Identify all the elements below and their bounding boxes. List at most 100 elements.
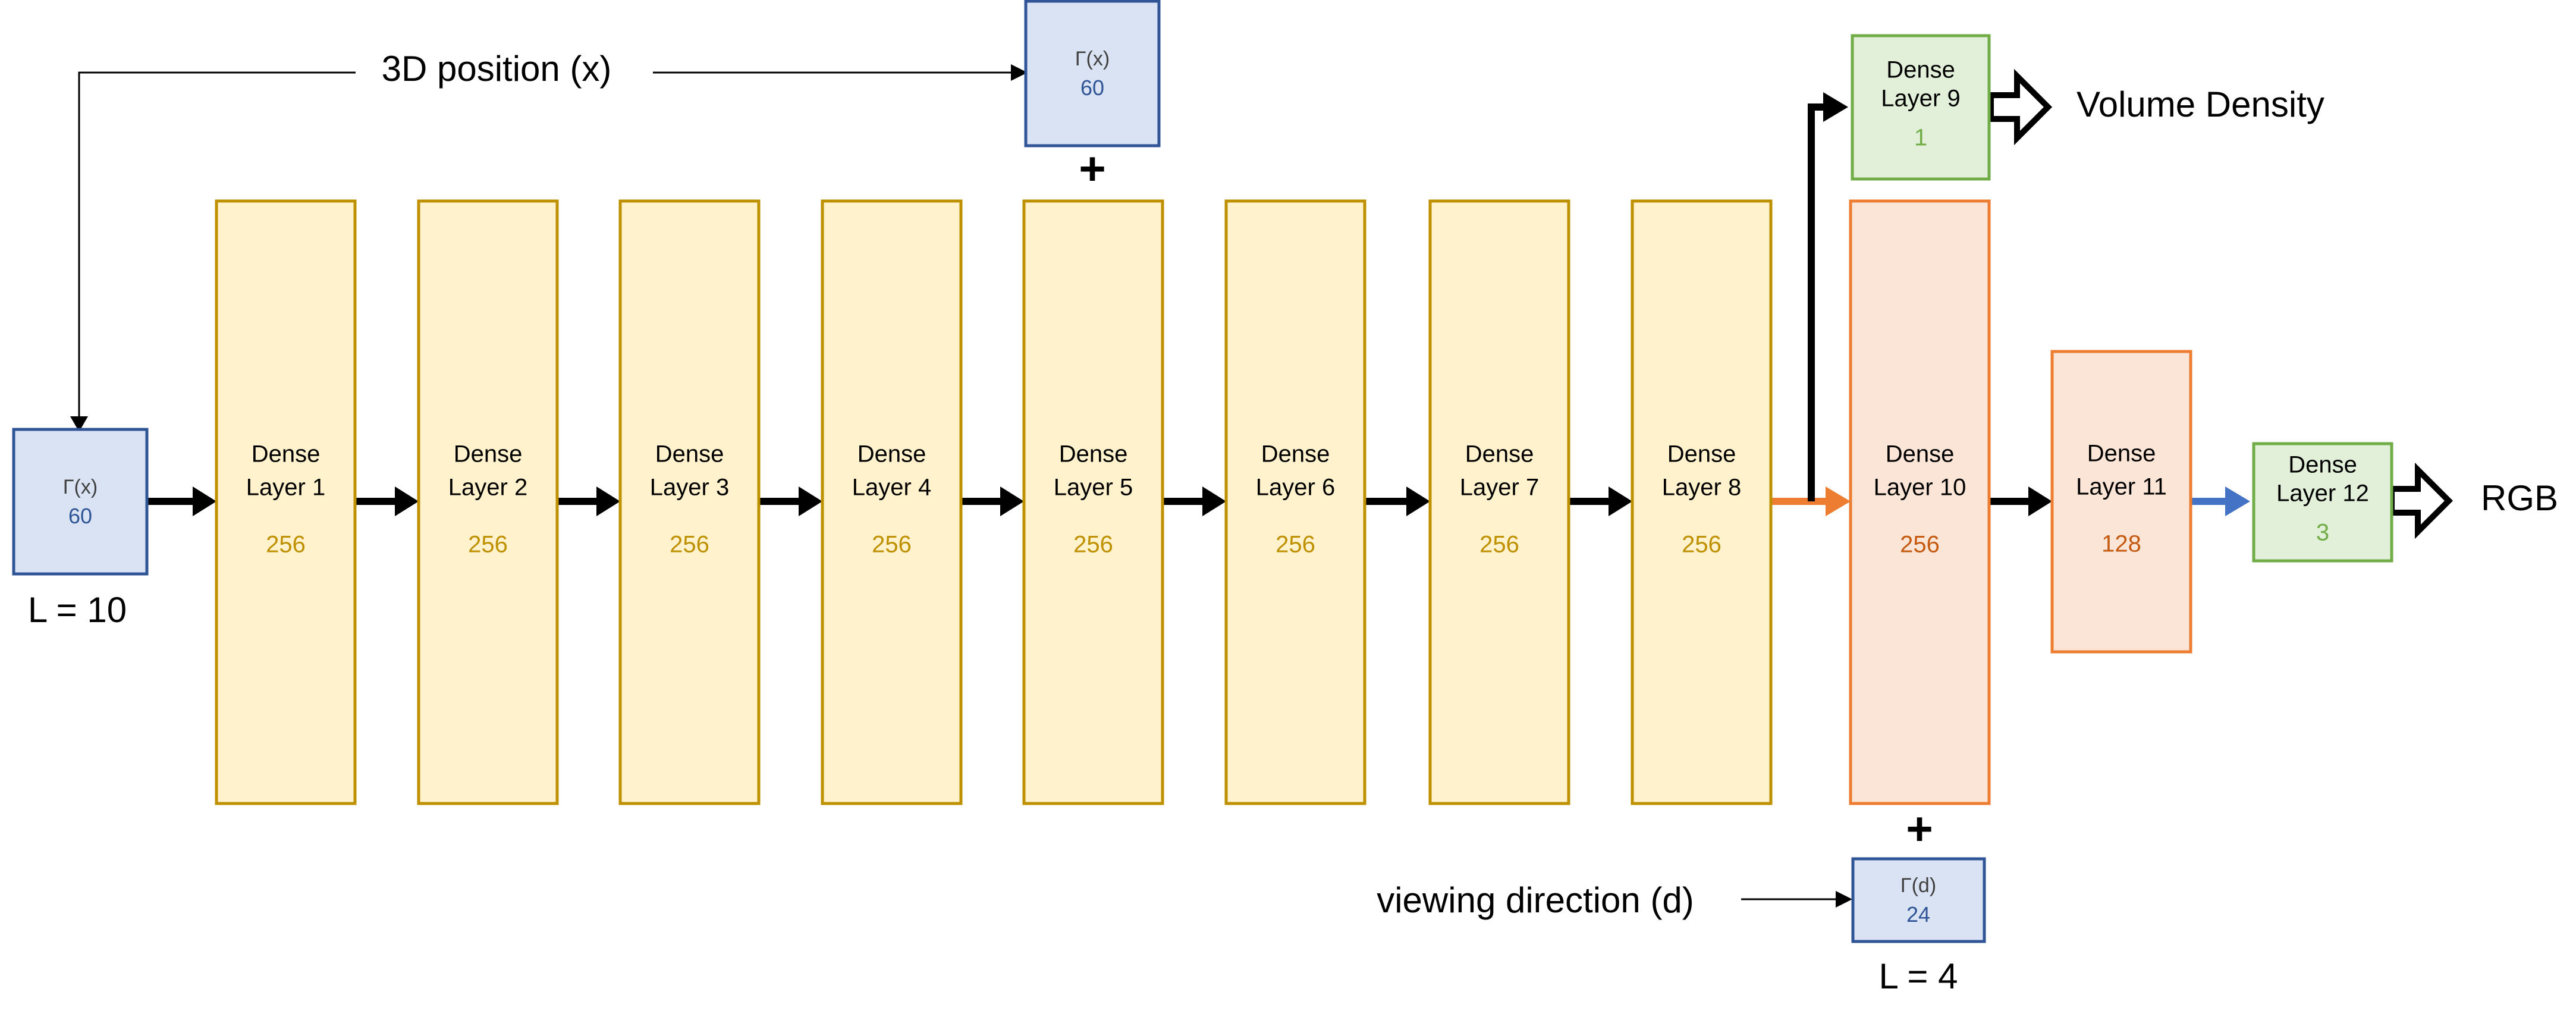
gamma-d-value: 24 [1906, 902, 1930, 927]
direction-concat-plus: + [1906, 802, 1933, 855]
layer8-units: 256 [1682, 532, 1721, 558]
layer12-units: 3 [2316, 520, 2329, 546]
gamma-x-skip-value: 60 [1080, 76, 1104, 100]
gamma-d-box: Γ(d) 24 [1851, 857, 1986, 943]
gamma-x-skip-label: Γ(x) [1075, 48, 1110, 70]
l-d-label: L = 4 [1879, 956, 1958, 996]
layer12-rect [2252, 442, 2393, 563]
chain-arrow-7-arrowhead [1406, 486, 1430, 516]
layer8-to-layer10-arrowhead [1826, 486, 1851, 516]
position-to-gamma-x-line [78, 71, 356, 423]
chain-arrow-6-arrowhead [1202, 486, 1226, 516]
layer10-subtitle: Layer 10 [1874, 475, 1966, 501]
layer11-rect [2050, 350, 2192, 654]
layer4-subtitle: Layer 4 [852, 475, 931, 501]
layer8-title: Dense [1667, 441, 1736, 467]
layer1-units: 256 [266, 532, 306, 558]
chain-arrow-8-arrowhead [1609, 486, 1632, 516]
layer8-rect [1631, 199, 1773, 805]
chain-arrow-5-arrowhead [1000, 486, 1024, 516]
branch-to-layer9-line [1808, 103, 1826, 501]
layer11-subtitle: Layer 11 [2076, 474, 2167, 500]
layer12-subtitle: Layer 12 [2276, 481, 2369, 507]
layer8-subtitle: Layer 8 [1662, 475, 1741, 501]
chain-arrow-9-arrowhead [2028, 486, 2052, 516]
layer3-title: Dense [655, 441, 724, 467]
layer5-rect [1022, 199, 1164, 805]
chain-arrows [147, 486, 2052, 516]
layer9-rect [1851, 34, 1991, 181]
rgb-output-label: RGB [2481, 478, 2558, 518]
layer4-title: Dense [857, 441, 926, 467]
l-x-label: L = 10 [28, 590, 127, 630]
layer3-subtitle: Layer 3 [650, 475, 729, 501]
layer1-subtitle: Layer 1 [246, 475, 325, 501]
layer9-subtitle: Layer 9 [1881, 86, 1960, 112]
position-label: 3D position (x) [382, 49, 612, 89]
layer2-title: Dense [454, 441, 523, 467]
layer6-units: 256 [1276, 532, 1315, 558]
layer5-subtitle: Layer 5 [1054, 475, 1133, 501]
gamma-d-label: Γ(d) [1900, 874, 1936, 897]
connectors [70, 64, 2454, 908]
layer4-units: 256 [872, 532, 912, 558]
layer5-title: Dense [1059, 441, 1128, 467]
layer5-units: 256 [1073, 532, 1113, 558]
layer1-title: Dense [252, 441, 321, 467]
layer2-subtitle: Layer 2 [448, 475, 527, 501]
layer6-rect [1224, 199, 1366, 805]
layer4-rect [821, 199, 963, 805]
layer1-rect [215, 199, 357, 805]
layer6-title: Dense [1261, 441, 1330, 467]
branch-to-layer9-arrowhead [1823, 92, 1848, 122]
layer11-units: 128 [2101, 531, 2141, 557]
layer7-rect [1428, 199, 1570, 805]
layer7-units: 256 [1479, 532, 1519, 558]
layer7-subtitle: Layer 7 [1460, 475, 1539, 501]
layer9-units: 1 [1914, 125, 1927, 151]
gamma-x-input-value: 60 [68, 504, 92, 528]
layer9-title: Dense [1886, 57, 1955, 83]
chain-arrow-4-arrowhead [799, 486, 822, 516]
density-output-label: Volume Density [2076, 84, 2324, 124]
gamma-x-input-label: Γ(x) [63, 476, 98, 498]
density-output-arrow [1988, 68, 2053, 146]
chain-arrow-2-arrowhead [395, 486, 419, 516]
rgb-output-arrow [2389, 462, 2454, 539]
gamma-x-skip-box: Γ(x) 60 [1024, 0, 1161, 147]
direction-label: viewing direction (d) [1377, 880, 1694, 920]
layer12-title: Dense [2288, 452, 2357, 478]
layer10-title: Dense [1886, 441, 1955, 467]
layer10-rect [1849, 199, 1991, 805]
position-to-gamma-x-arrowhead [70, 416, 88, 432]
chain-arrow-1-arrowhead [193, 486, 216, 516]
layer11-to-layer12-arrowhead [2225, 486, 2250, 516]
gamma-x-input-box: Γ(x) 60 [12, 428, 149, 576]
layer11-title: Dense [2087, 441, 2156, 467]
skip-concat-plus: + [1079, 142, 1106, 194]
layer3-rect [618, 199, 761, 805]
layer3-units: 256 [670, 532, 709, 558]
layer10-units: 256 [1900, 532, 1940, 558]
layer2-rect [417, 199, 559, 805]
layer7-title: Dense [1465, 441, 1534, 467]
chain-arrow-3-arrowhead [596, 486, 620, 516]
direction-to-gamma-d-arrowhead [1836, 891, 1852, 908]
layer6-subtitle: Layer 6 [1256, 475, 1335, 501]
position-to-skip-gamma-arrowhead [1011, 64, 1028, 81]
layer2-units: 256 [468, 532, 508, 558]
